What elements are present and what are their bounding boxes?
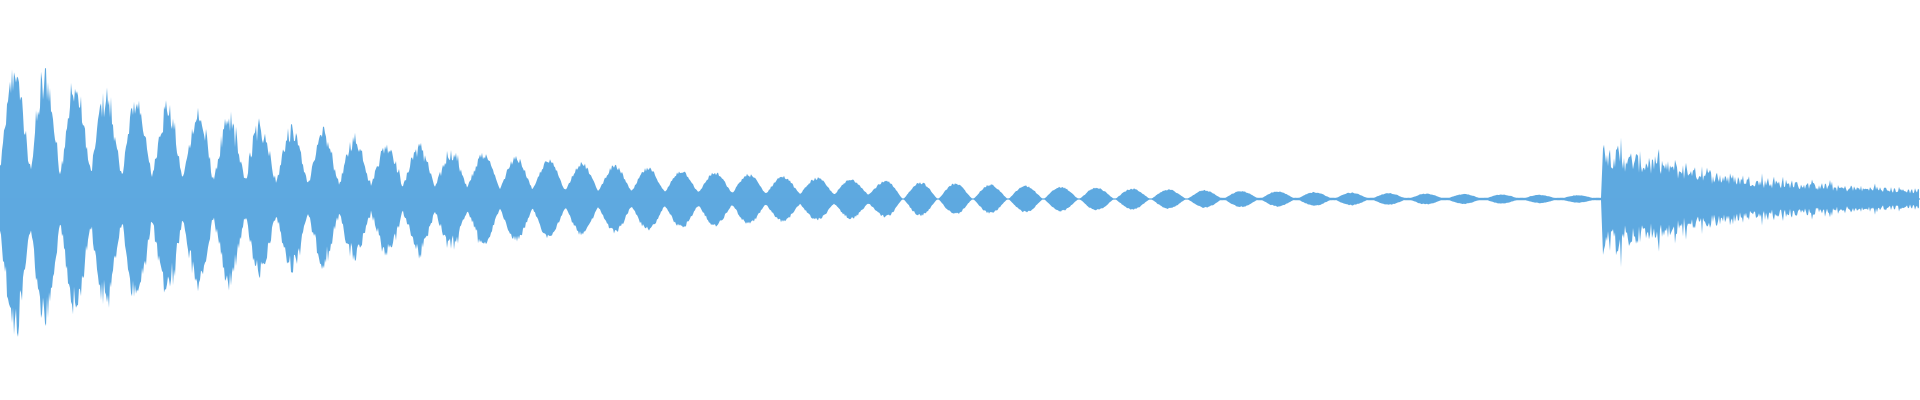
waveform-shape xyxy=(0,68,1920,337)
waveform-fill xyxy=(0,68,1919,337)
